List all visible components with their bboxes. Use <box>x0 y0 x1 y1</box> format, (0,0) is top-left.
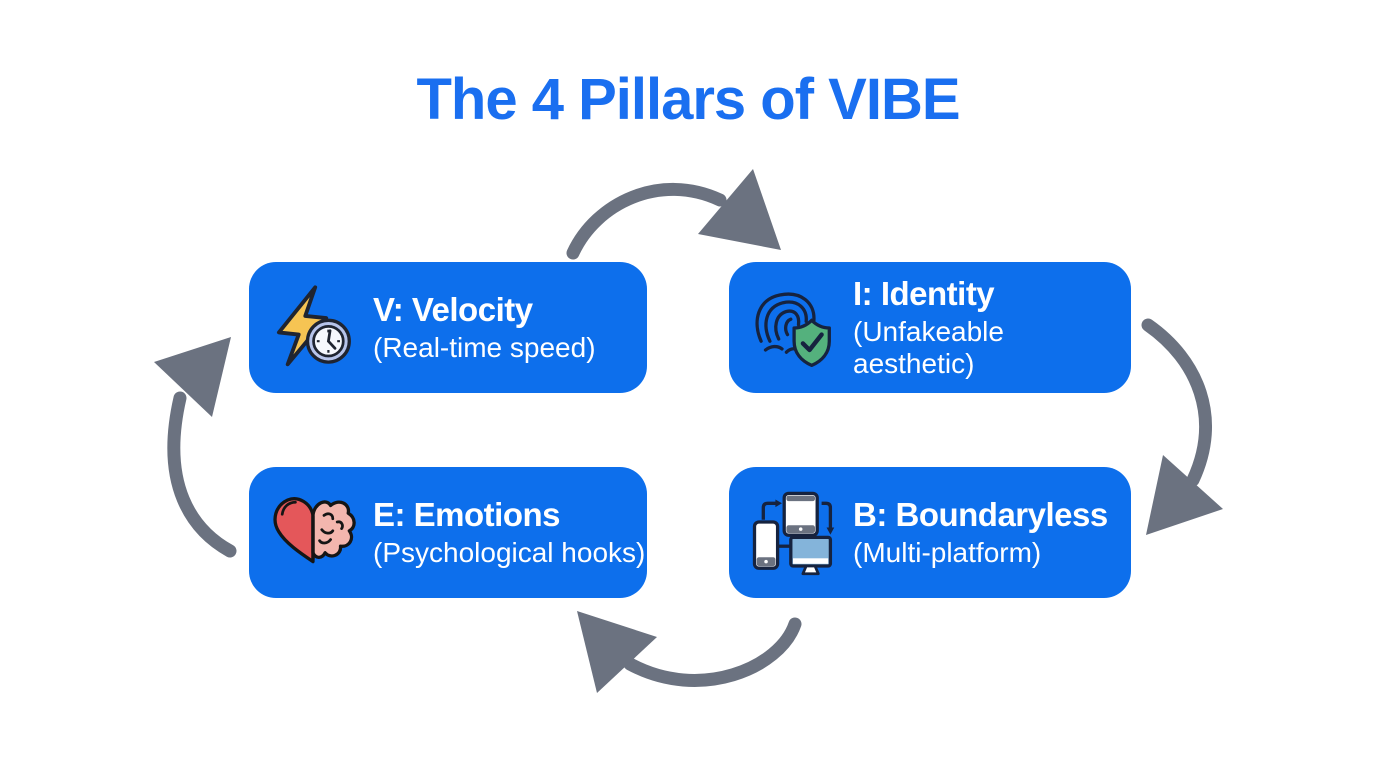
lightning-clock-icon <box>269 282 357 374</box>
pillar-card-identity: I: Identity (Unfakeable aesthetic) <box>729 262 1131 393</box>
pillar-card-velocity: V: Velocity (Real-time speed) <box>249 262 647 393</box>
pillar-subtitle-identity: (Unfakeable aesthetic) <box>853 315 1004 379</box>
pillar-heading-velocity: V: Velocity <box>373 290 533 328</box>
pillar-heading-identity: I: Identity <box>853 274 995 312</box>
pillar-heading-boundaryless: B: Boundaryless <box>853 495 1108 533</box>
arrow-velocity-to-identity-icon <box>566 169 781 260</box>
pillar-subtitle-velocity: (Real-time speed) <box>373 331 596 363</box>
fingerprint-shield-icon <box>749 282 837 374</box>
pillar-card-boundaryless: B: Boundaryless (Multi-platform) <box>729 467 1131 598</box>
pillar-subtitle-boundaryless: (Multi-platform) <box>853 536 1042 568</box>
multi-device-icon <box>749 487 837 579</box>
page-title: The 4 Pillars of VIBE <box>416 67 960 132</box>
arrow-identity-to-boundaryless-icon <box>1141 318 1223 535</box>
heart-brain-icon <box>269 487 357 579</box>
pillar-heading-emotions: E: Emotions <box>373 495 561 533</box>
arrow-boundaryless-to-emotions-icon <box>577 611 802 693</box>
arrow-emotions-to-velocity-icon <box>154 337 237 558</box>
pillar-subtitle-emotions: (Psychological hooks) <box>373 536 646 568</box>
pillar-card-emotions: E: Emotions (Psychological hooks) <box>249 467 647 598</box>
